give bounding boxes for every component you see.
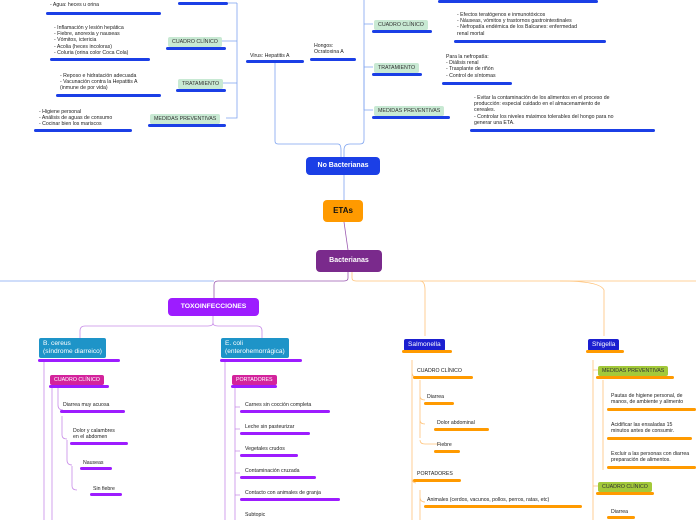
bcereus-item-4: Sin fiebre [93, 486, 115, 492]
hongos-tratamiento-pill[interactable]: TRATAMIENTO [374, 63, 420, 73]
salmonella-cuadro-clinico[interactable]: CUADRO CLÍNICO [417, 368, 462, 374]
bacterianas-node[interactable]: Bacterianas [316, 250, 382, 272]
underline [402, 350, 452, 353]
ecoli-node[interactable]: E. coli (enterohemorrágica) [221, 338, 289, 358]
underline [424, 505, 582, 508]
underline [231, 385, 277, 388]
underline [90, 493, 122, 496]
underline [607, 466, 696, 469]
bcereus-node[interactable]: B. cereus (síndrome diarreico) [39, 338, 106, 358]
underline [38, 359, 120, 362]
underline [240, 410, 330, 413]
ecoli-item-2: Leche sin pasteurizar [245, 424, 295, 430]
salmonella-item-3: Fiebre [437, 442, 452, 448]
shigella-cuadro-clinico-pill[interactable]: CUADRO CLÍNICO [598, 482, 652, 492]
hongos-medidas-preventivas-text: - Evitar la contaminación de los aliment… [474, 95, 614, 126]
underline [246, 60, 304, 63]
underline [372, 73, 422, 76]
ecoli-item-4: Contaminación cruzada [245, 468, 300, 474]
ecoli-item-3: Vegetales crudos [245, 446, 285, 452]
shigella-medidas-preventivas-pill[interactable]: MEDIDAS PREVENTIVAS [598, 366, 669, 376]
underline [178, 2, 228, 5]
salmonella-portadores[interactable]: PORTADORES [417, 471, 453, 477]
virus-sources-text: - Alimentos: mariscos - Agua: heces u or… [50, 0, 100, 9]
underline [240, 498, 340, 501]
bcereus-item-1: Diarrea muy acuosa [63, 402, 110, 408]
underline [470, 129, 655, 132]
underline [34, 129, 132, 132]
underline [607, 516, 635, 519]
underline [50, 58, 150, 61]
bcereus-item-3: Nauseas [83, 460, 104, 466]
underline [442, 82, 512, 85]
underline [413, 479, 461, 482]
underline [70, 442, 128, 445]
salmonella-portadores-text: Animales (cerdos, vacunos, pollos, perro… [427, 497, 550, 503]
underline [454, 40, 606, 43]
etas-node[interactable]: ETAs [323, 200, 363, 222]
shigella-medida-1: Pautas de higiene personal, de manos, de… [611, 393, 684, 406]
bcereus-item-2: Dolor y calambres en el abdomen [73, 428, 115, 441]
hongos-cuadro-clinico-text: - Efectos teratógenos e inmunotóxicos - … [457, 12, 577, 37]
virus-medidas-preventivas-pill[interactable]: MEDIDAS PREVENTIVAS [150, 114, 221, 124]
underline [80, 467, 112, 470]
underline [176, 89, 226, 92]
shigella-medida-2: Acidificar las ensaladas 15 minutos ante… [611, 422, 675, 435]
salmonella-item-2: Dolor abdominal [437, 420, 475, 426]
underline [438, 0, 598, 3]
shigella-medida-3: Excluir a las personas con diarrea prepa… [611, 451, 690, 464]
underline [434, 428, 489, 431]
virus-cuadro-clinico-pill[interactable]: CUADRO CLÍNICO [168, 37, 222, 47]
underline [240, 432, 310, 435]
virus-medidas-preventivas-text: - Higiene personal - Análisis de aguas d… [39, 109, 113, 128]
hongos-tratamiento-text: Para la nefropatía: - Diálisis renal - T… [446, 54, 496, 79]
salmonella-item-1: Diarrea [427, 394, 445, 400]
underline [413, 376, 473, 379]
underline [46, 12, 161, 15]
hongos-medidas-preventivas-pill[interactable]: MEDIDAS PREVENTIVAS [374, 106, 445, 116]
underline [60, 410, 125, 413]
ecoli-item-5: Contacto con animales de granja [245, 490, 321, 496]
underline [166, 47, 226, 50]
virus-hepatitis-a-label[interactable]: Virus: Hepatitis A [250, 53, 290, 59]
underline [310, 58, 356, 61]
virus-cuadro-clinico-text: - Inflamación y lesión hepática - Fiebre… [54, 25, 129, 56]
virus-tratamiento-pill[interactable]: TRATAMIENTO [178, 79, 224, 89]
salmonella-node[interactable]: Salmonella [404, 339, 445, 351]
toxoinfecciones-node[interactable]: TOXOINFECCIONES [168, 298, 259, 316]
underline [586, 350, 624, 353]
underline [240, 476, 316, 479]
underline [434, 450, 460, 453]
underline [596, 492, 654, 495]
ecoli-portadores-pill[interactable]: PORTADORES [232, 375, 277, 385]
shigella-node[interactable]: Shigella [588, 339, 620, 351]
hongos-ocratoxina-label[interactable]: Hongos: Ocratoxina A [314, 43, 344, 56]
virus-tratamiento-text: - Reposo e hidratación adecuada - Vacuna… [60, 73, 138, 92]
bcereus-cuadro-clinico-pill[interactable]: CUADRO CLÍNICO [50, 375, 104, 385]
ecoli-item-6: Subtopic [245, 512, 266, 518]
underline [240, 454, 298, 457]
underline [607, 408, 696, 411]
hongos-cuadro-clinico-pill[interactable]: CUADRO CLÍNICO [374, 20, 428, 30]
no-bacterianas-node[interactable]: No Bacterianas [306, 157, 380, 175]
underline [372, 116, 450, 119]
shigella-item-1: Diarrea [611, 509, 629, 515]
underline [607, 437, 692, 440]
underline [56, 94, 161, 97]
underline [424, 402, 454, 405]
underline [372, 30, 432, 33]
underline [49, 385, 109, 388]
underline [220, 359, 302, 362]
underline [596, 376, 674, 379]
ecoli-item-1: Carnes sin cocción completa [245, 402, 312, 408]
underline [148, 124, 226, 127]
